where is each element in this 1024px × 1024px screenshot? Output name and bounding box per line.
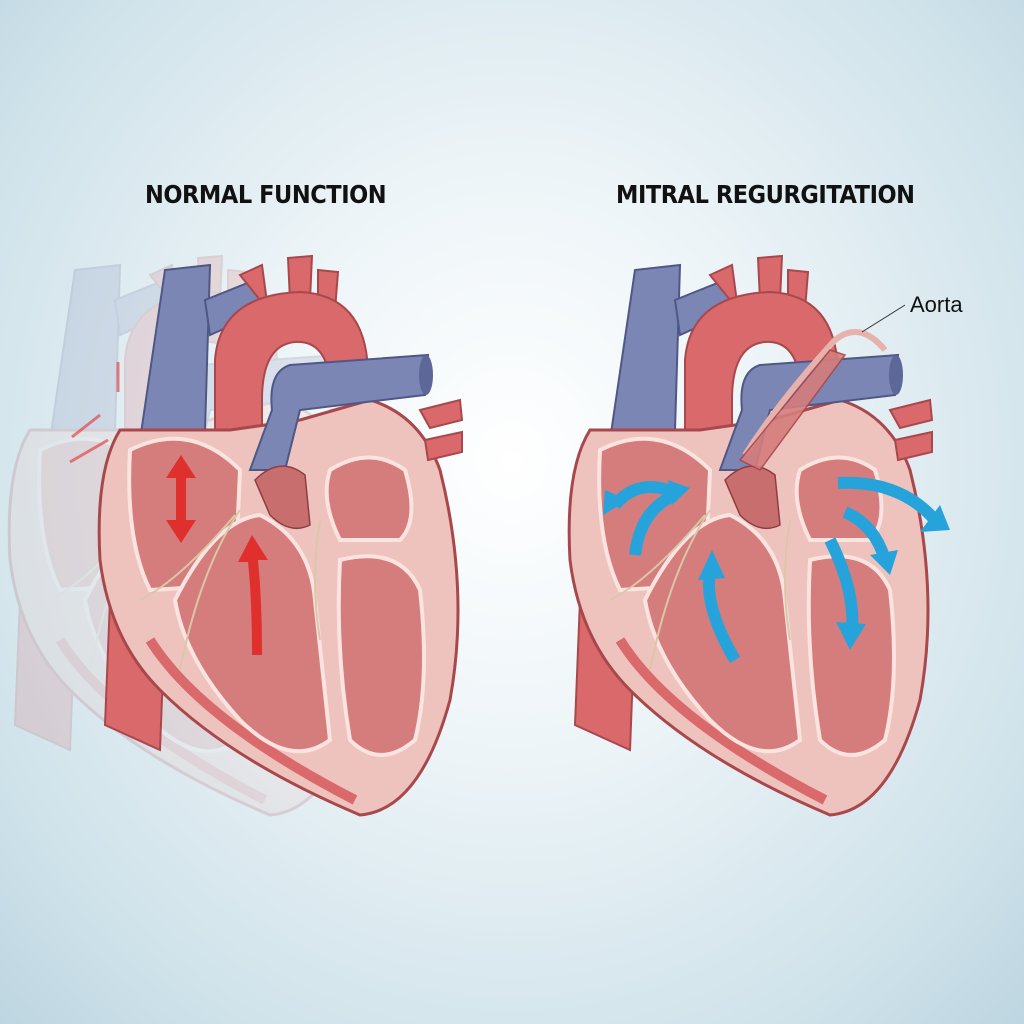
- regurgitation-arrowheads: [603, 480, 950, 650]
- aorta-pointer-line: [861, 304, 906, 333]
- aorta-graft: [742, 329, 888, 457]
- normal-function-title: NORMAL FUNCTION: [145, 180, 387, 209]
- normal-flow-arrows: [166, 455, 268, 655]
- faded-arrows: [69, 362, 120, 464]
- aorta-label: Aorta: [910, 292, 963, 317]
- mitral-regurgitation-title: MITRAL REGURGITATION: [616, 180, 915, 209]
